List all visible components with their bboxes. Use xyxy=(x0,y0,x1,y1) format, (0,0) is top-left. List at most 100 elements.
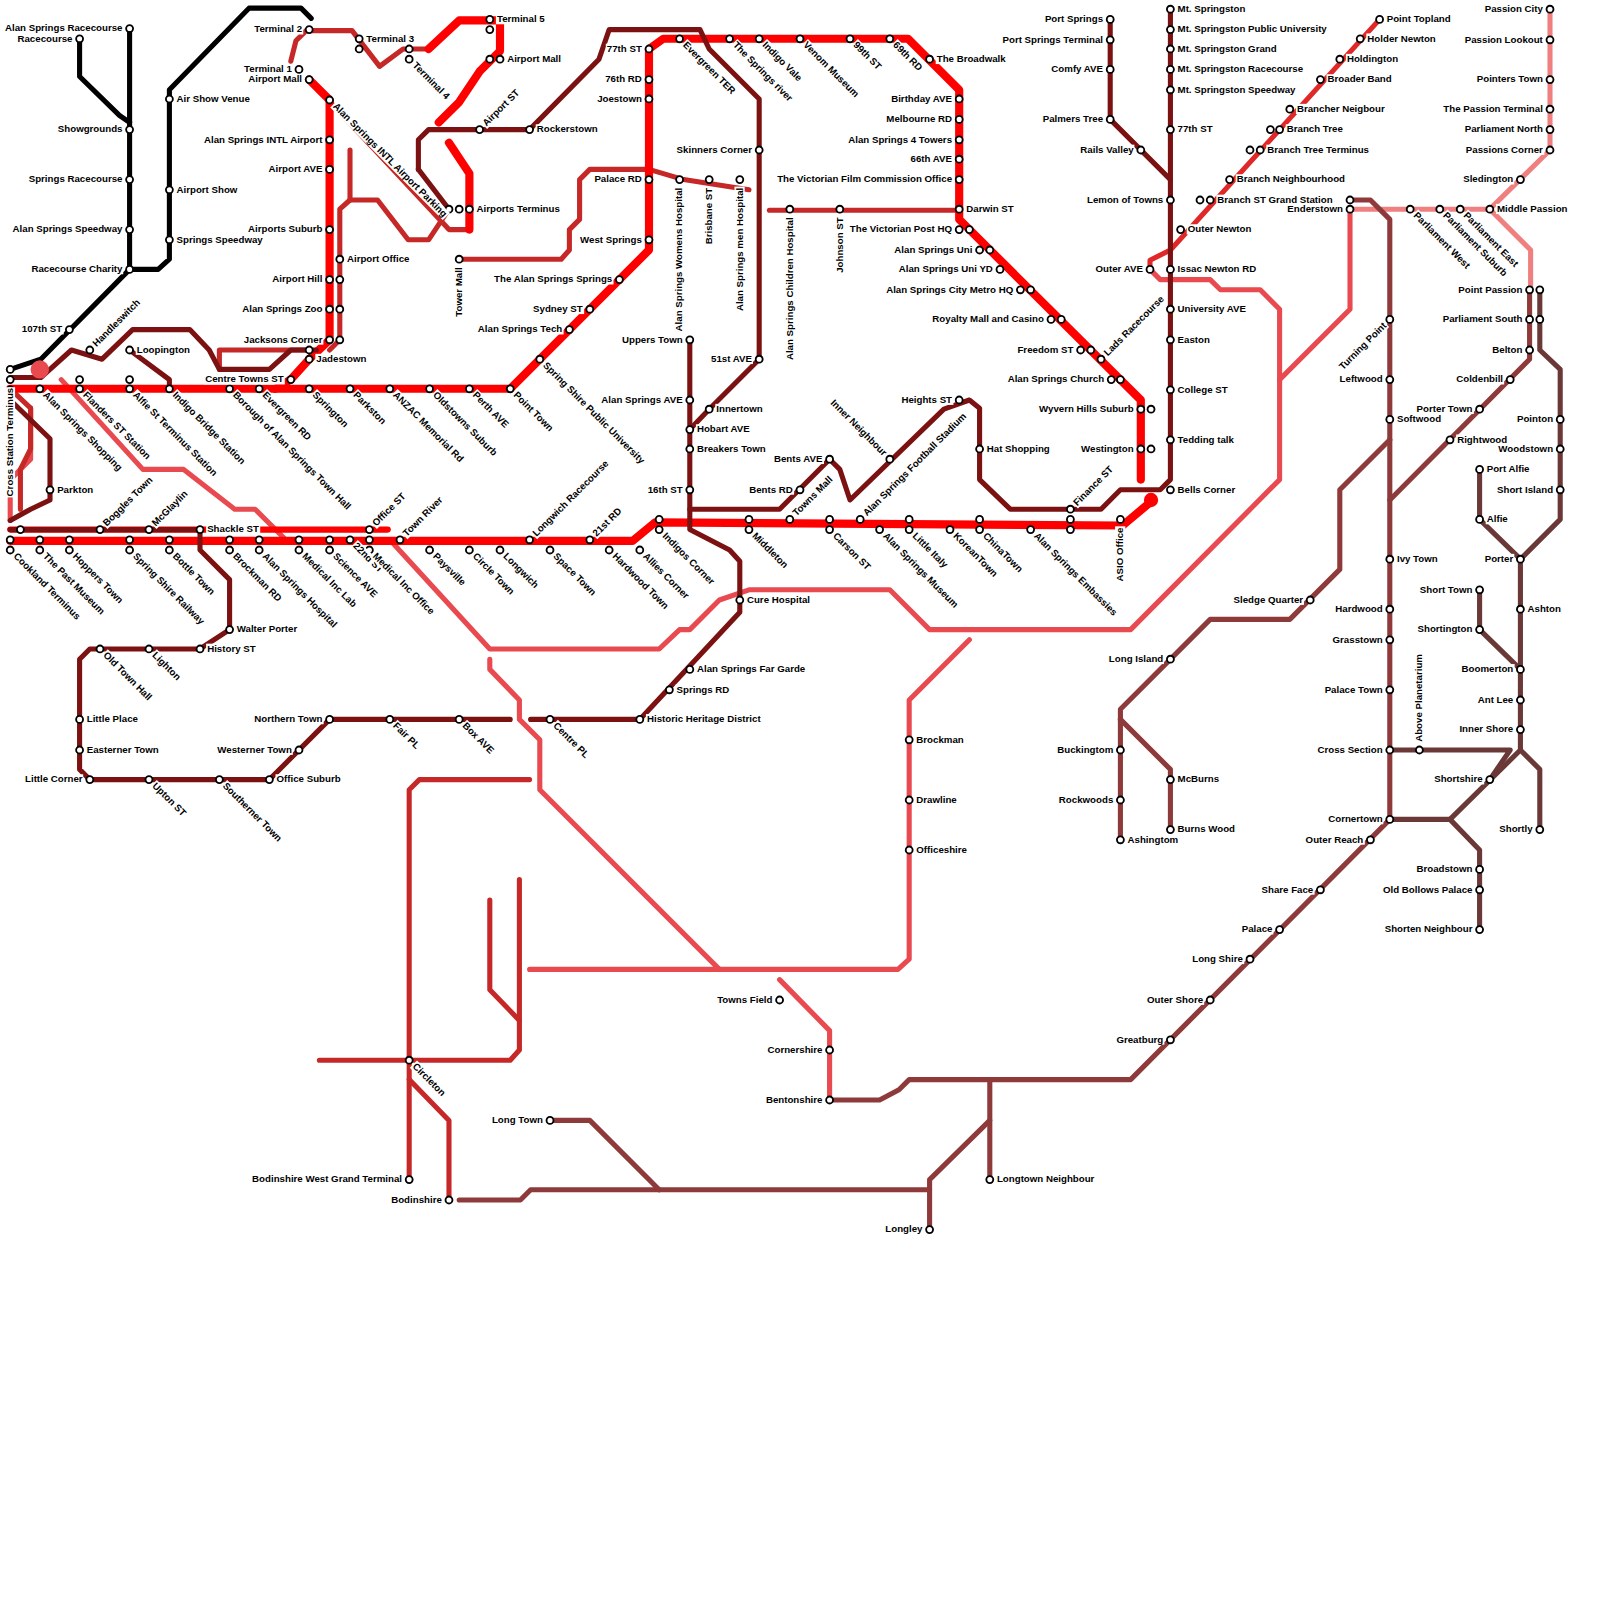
station-dot xyxy=(326,536,333,543)
line-path xyxy=(1480,590,1521,670)
station-name: Springs RD xyxy=(676,684,731,695)
station-name: Point Topland xyxy=(1386,14,1452,25)
station-dot xyxy=(686,666,693,673)
station-name: Comfy AVE xyxy=(1050,64,1104,75)
dark-red-line xyxy=(10,31,959,1200)
station-dot xyxy=(226,385,233,392)
station-dot xyxy=(1177,226,1184,233)
station-dot xyxy=(666,686,673,693)
station-name: Parliament South xyxy=(1442,314,1524,325)
station-name: Westerner Town xyxy=(216,745,293,756)
station-name: Inner Neighbour xyxy=(828,397,890,459)
station-name: Rockerstown xyxy=(536,124,599,135)
station-name: Passions Corner xyxy=(1465,145,1544,156)
station-dot xyxy=(1117,747,1124,754)
station-name: Alan Springs Shopping xyxy=(40,389,125,474)
station-dot xyxy=(1167,26,1174,33)
station-name: Breakers Town xyxy=(696,444,767,455)
station-name: Parkston xyxy=(350,389,388,427)
station-dot xyxy=(956,397,963,404)
station-dot xyxy=(1476,926,1483,933)
station-name: Cure Hospital xyxy=(746,595,811,606)
station-dot xyxy=(1276,926,1283,933)
station-dot xyxy=(1536,316,1543,323)
station-name: Mt. Springston Racecourse xyxy=(1177,64,1305,75)
station-dot xyxy=(456,256,463,263)
station-name: Airport Mall xyxy=(506,54,562,65)
station-dot xyxy=(1167,336,1174,343)
station-dot xyxy=(36,385,43,392)
station-name: Mt. Springston xyxy=(1177,4,1247,15)
station-name: Easton xyxy=(1177,334,1211,345)
station-dot xyxy=(926,1226,933,1233)
station-dot xyxy=(336,276,343,283)
station-name: Alan Springs City Metro HQ xyxy=(885,284,1014,295)
station-dot xyxy=(1507,376,1514,383)
station-name: Lemon of Towns xyxy=(1086,195,1164,206)
station-dot xyxy=(547,1117,554,1124)
station-dot xyxy=(847,35,854,42)
station-dot xyxy=(86,347,93,354)
pink-line xyxy=(1350,9,1550,290)
station-dot xyxy=(126,376,133,383)
station-dot xyxy=(1547,147,1554,154)
station-dot xyxy=(1307,597,1314,604)
station-dot xyxy=(466,385,473,392)
station-name: Short Island xyxy=(1496,484,1554,495)
station-name: Westington xyxy=(1080,444,1135,455)
station-dot xyxy=(686,446,693,453)
station-name: Terminal 3 xyxy=(365,33,415,44)
station-name: Cross Section xyxy=(1316,745,1383,756)
station-dot xyxy=(1117,797,1124,804)
station-dot xyxy=(1416,747,1423,754)
station-dot xyxy=(287,376,294,383)
station-dot xyxy=(197,646,204,653)
interchange-blob xyxy=(31,360,49,378)
station-name: Skinners Corner xyxy=(676,145,753,156)
brown-line xyxy=(459,200,1529,1230)
station-name: Springs Speedway xyxy=(176,234,264,245)
station-dot xyxy=(976,526,983,533)
station-dot xyxy=(1557,446,1564,453)
station-name: Northern Town xyxy=(253,714,323,725)
station-name: Belton xyxy=(1491,345,1523,356)
station-name: Cornertown xyxy=(1327,814,1383,825)
line-path xyxy=(1120,719,1170,829)
station-dot xyxy=(347,536,354,543)
station-name: Tower Mall xyxy=(454,266,465,317)
station-name: Airport Mall xyxy=(247,74,303,85)
station-dot xyxy=(1367,836,1374,843)
station-name: Issac Newton RD xyxy=(1177,264,1258,275)
station-dot xyxy=(326,336,333,343)
station-dot xyxy=(166,236,173,243)
station-dot xyxy=(326,97,333,104)
station-name: 69th RD xyxy=(890,39,925,74)
station-dot xyxy=(1226,176,1233,183)
station-name: Johnson ST xyxy=(834,216,845,274)
station-dot xyxy=(1547,106,1554,113)
station-dot xyxy=(406,1057,413,1064)
station-name: The Alan Springs Springs xyxy=(493,274,613,285)
station-dot xyxy=(97,526,104,533)
station-dot xyxy=(1148,446,1155,453)
line-path xyxy=(10,400,50,520)
station-dot xyxy=(326,547,333,554)
station-name: Turning Point xyxy=(1336,320,1389,373)
station-dot xyxy=(986,247,993,254)
station-dot xyxy=(146,646,153,653)
station-name: Hoppers Town xyxy=(70,550,126,606)
station-name: Port Alfie xyxy=(1486,464,1531,475)
station-dot xyxy=(906,797,913,804)
station-name: University AVE xyxy=(1177,304,1247,315)
station-dot xyxy=(296,66,303,73)
station-name: Alan Springs Embassies xyxy=(1031,530,1120,619)
station-name: Alan Springs Racecourse xyxy=(4,23,123,34)
station-name: McBurns xyxy=(1177,774,1221,785)
station-name: Outer Shore xyxy=(1146,995,1204,1006)
station-dot xyxy=(786,206,793,213)
station-dot xyxy=(776,997,783,1004)
station-name: ASIO Office xyxy=(1115,527,1126,583)
station-name: Spring Shire Railway xyxy=(130,550,207,627)
station-name: Box AVE xyxy=(460,720,497,757)
station-dot xyxy=(1347,197,1354,204)
